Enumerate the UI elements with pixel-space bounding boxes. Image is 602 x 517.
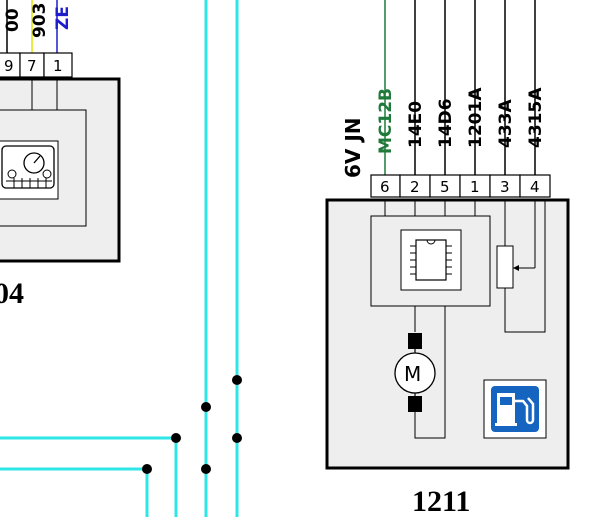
chip-icon xyxy=(400,229,462,291)
pin-2: 2 xyxy=(410,178,420,196)
cyan-wire-branch-1 xyxy=(0,436,178,517)
potentiometer-icon xyxy=(496,245,535,332)
left-pin-7: 7 xyxy=(27,57,37,75)
wire-label-433a: 433A xyxy=(496,99,516,148)
pin-4: 4 xyxy=(530,178,540,196)
right-component: 6V JN MC12B 14E0 14D6 1201A 433A 4315A 6… xyxy=(325,0,570,517)
left-connector: 9 7 1 xyxy=(0,52,73,78)
connector-label: 6V JN xyxy=(341,117,365,178)
wire-label-14e0: 14E0 xyxy=(406,101,426,148)
wire-label-left-0: 00 xyxy=(3,8,23,32)
left-component-id: 04 xyxy=(0,277,24,310)
pin-1: 1 xyxy=(470,178,480,196)
left-pin-9: 9 xyxy=(4,57,14,75)
left-pin-1: 1 xyxy=(53,57,63,75)
junction-dots xyxy=(142,375,242,474)
wire-label-4315a: 4315A xyxy=(526,87,546,148)
cyan-wire-branch-2 xyxy=(0,467,149,517)
pin-3: 3 xyxy=(500,178,510,196)
motor-label: M xyxy=(404,362,421,386)
component-id-1211: 1211 xyxy=(412,485,470,517)
wire-label-mc12b: MC12B xyxy=(376,88,396,154)
gauge-icon xyxy=(0,140,59,200)
motor-icon: M xyxy=(394,333,436,412)
right-connector: 6 2 5 1 3 4 xyxy=(370,174,551,198)
left-component: 00 903 ZE 9 7 1 xyxy=(0,0,121,310)
pin-5: 5 xyxy=(440,178,450,196)
fuel-pump-icon xyxy=(483,379,547,439)
wire-label-ze: ZE xyxy=(53,6,73,30)
pin-6: 6 xyxy=(380,178,390,196)
wire-label-1201a: 1201A xyxy=(466,87,486,148)
wire-label-903: 903 xyxy=(30,3,50,39)
wire-label-14d6: 14D6 xyxy=(436,98,456,148)
